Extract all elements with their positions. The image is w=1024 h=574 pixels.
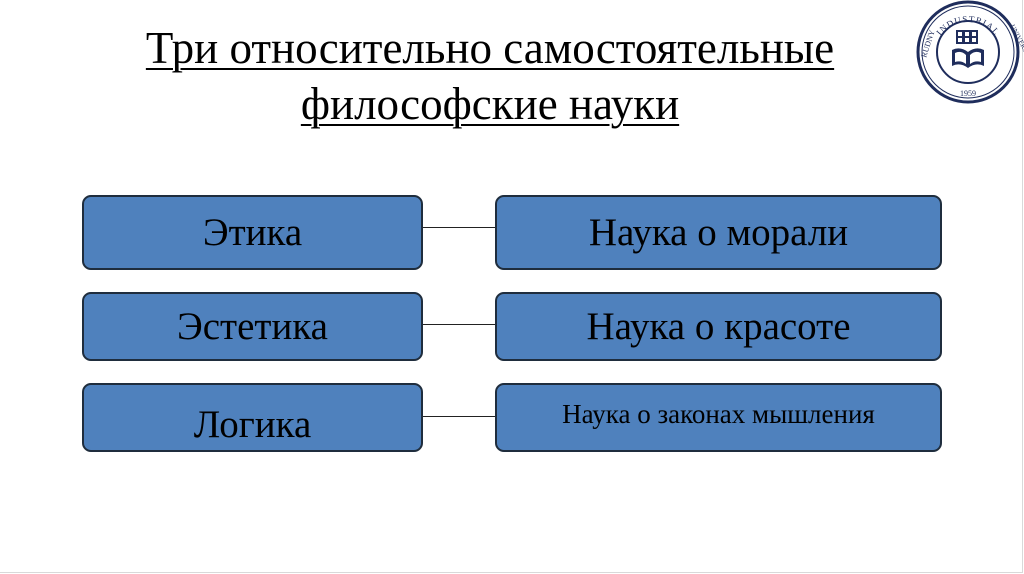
university-seal-logo: INDUSTRIAL RUDNY UNIVERSITY 1959 xyxy=(916,0,1024,104)
term-label: Этика xyxy=(202,211,303,254)
definition-label: Наука о красоте xyxy=(586,305,851,348)
slide-title: Три относительно самостоятельные философ… xyxy=(60,20,920,132)
term-label: Логика xyxy=(193,403,312,446)
definition-box-aesthetics: Наука о красоте xyxy=(495,292,942,361)
term-box-ethics: Этика xyxy=(82,195,423,270)
term-label: Эстетика xyxy=(177,305,328,348)
title-line-2: философские науки xyxy=(300,79,680,129)
term-box-aesthetics: Эстетика xyxy=(82,292,423,361)
connector-line-2 xyxy=(422,324,497,325)
definition-label: Наука о законах мышления xyxy=(562,399,875,429)
definition-label: Наука о морали xyxy=(588,211,849,254)
title-line-1: Три относительно самостоятельные xyxy=(145,23,835,73)
svg-text:1959: 1959 xyxy=(960,89,976,98)
connector-line-1 xyxy=(422,227,497,228)
connector-line-3 xyxy=(422,416,497,417)
term-box-logic: Логика xyxy=(82,383,423,452)
definition-box-logic: Наука о законах мышления xyxy=(495,383,942,452)
definition-box-ethics: Наука о морали xyxy=(495,195,942,270)
